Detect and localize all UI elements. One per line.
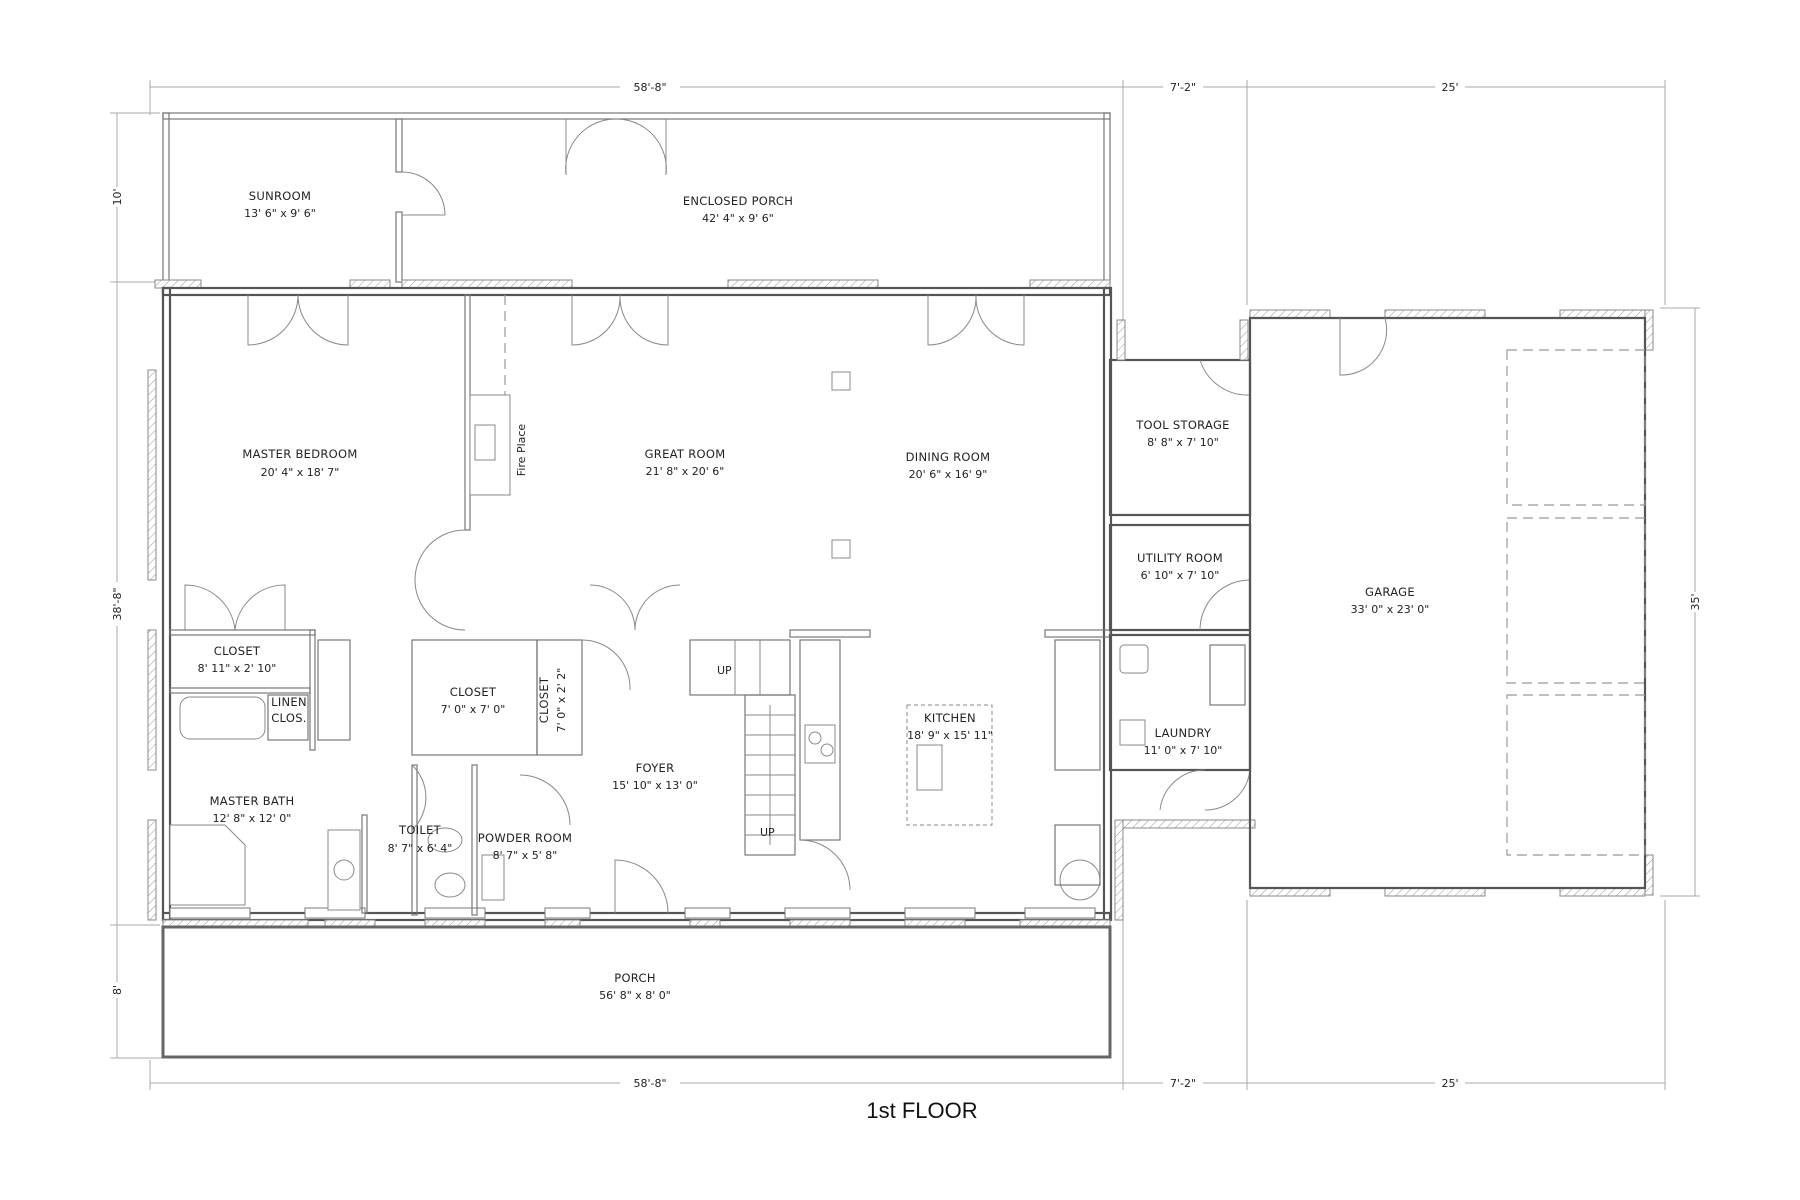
label-enclosed-porch: ENCLOSED PORCH: [683, 194, 793, 208]
label-closet-small: CLOSET: [537, 676, 551, 723]
dimension-lines: [110, 80, 1700, 1090]
size-porch: 56' 8" x 8' 0": [599, 989, 671, 1002]
label-stair-up-1: UP: [717, 664, 732, 677]
main-house-walls: [147, 279, 1113, 928]
size-great-room: 21' 8" x 20' 6": [646, 465, 725, 478]
size-laundry: 11' 0" x 7' 10": [1144, 744, 1223, 757]
size-powder-room: 8' 7" x 5' 8": [493, 849, 558, 862]
label-utility-room: UTILITY ROOM: [1137, 551, 1223, 565]
size-dining-room: 20' 6" x 16' 9": [909, 468, 988, 481]
dim-left-top: 10': [111, 188, 124, 205]
label-master-bath: MASTER BATH: [210, 794, 295, 808]
label-linen-closet: LINEN: [271, 695, 307, 709]
dim-top-garage: 25': [1441, 81, 1458, 94]
garage-walls: [1248, 309, 1654, 897]
size-closet-hall: 7' 0" x 7' 0": [441, 703, 506, 716]
dim-bottom-main: 58'-8": [633, 1077, 666, 1090]
label-closet-master: CLOSET: [214, 644, 261, 658]
dimension-labels: 58'-8" 7'-2" 25' 58'-8" 7'-2" 25' 10' 38…: [111, 80, 1702, 1090]
dim-left-bottom: 8': [111, 985, 124, 995]
size-kitchen: 18' 9" x 15' 11": [907, 729, 993, 742]
label-stair-up-2: UP: [760, 826, 775, 839]
page-title: 1st FLOOR: [866, 1098, 977, 1123]
label-kitchen: KITCHEN: [924, 711, 976, 725]
label-porch: PORCH: [614, 971, 656, 985]
label-tool-storage: TOOL STORAGE: [1135, 418, 1230, 432]
label-master-bedroom: MASTER BEDROOM: [242, 447, 357, 461]
label-powder-room: POWDER ROOM: [478, 831, 572, 845]
label-garage: GARAGE: [1365, 585, 1415, 599]
label-toilet: TOILET: [398, 823, 442, 837]
dim-right-garage: 35': [1689, 593, 1702, 610]
dim-left-middle: 38'-8": [111, 587, 124, 620]
dim-top-main: 58'-8": [633, 81, 666, 94]
size-closet-small: 7' 0" x 2' 2": [555, 668, 568, 733]
label-sunroom: SUNROOM: [249, 189, 311, 203]
size-tool-storage: 8' 8" x 7' 10": [1147, 436, 1219, 449]
label-closet-hall: CLOSET: [450, 685, 497, 699]
size-enclosed-porch: 42' 4" x 9' 6": [702, 212, 774, 225]
size-toilet: 8' 7" x 6' 4": [388, 842, 453, 855]
breezeway-walls: [1108, 319, 1256, 921]
room-labels: SUNROOM 13' 6" x 9' 6" ENCLOSED PORCH 42…: [198, 189, 1430, 1002]
size-closet-master: 8' 11" x 2' 10": [198, 662, 277, 675]
label-foyer: FOYER: [636, 761, 675, 775]
label-great-room: GREAT ROOM: [645, 447, 726, 461]
porch-outline: [161, 925, 1112, 1059]
label-linen-closet-2: CLOS.: [271, 711, 307, 725]
sunroom-porch-walls: [162, 112, 1111, 284]
size-sunroom: 13' 6" x 9' 6": [244, 207, 316, 220]
label-fireplace: Fire Place: [515, 424, 528, 477]
dim-bottom-breezeway: 7'-2": [1170, 1077, 1196, 1090]
dim-top-breezeway: 7'-2": [1170, 81, 1196, 94]
size-garage: 33' 0" x 23' 0": [1351, 603, 1430, 616]
dim-bottom-garage: 25': [1441, 1077, 1458, 1090]
size-foyer: 15' 10" x 13' 0": [612, 779, 698, 792]
size-master-bedroom: 20' 4" x 18' 7": [261, 466, 340, 479]
label-laundry: LAUNDRY: [1155, 726, 1212, 740]
size-utility-room: 6' 10" x 7' 10": [1141, 569, 1220, 582]
label-dining-room: DINING ROOM: [906, 450, 991, 464]
size-master-bath: 12' 8" x 12' 0": [213, 812, 292, 825]
